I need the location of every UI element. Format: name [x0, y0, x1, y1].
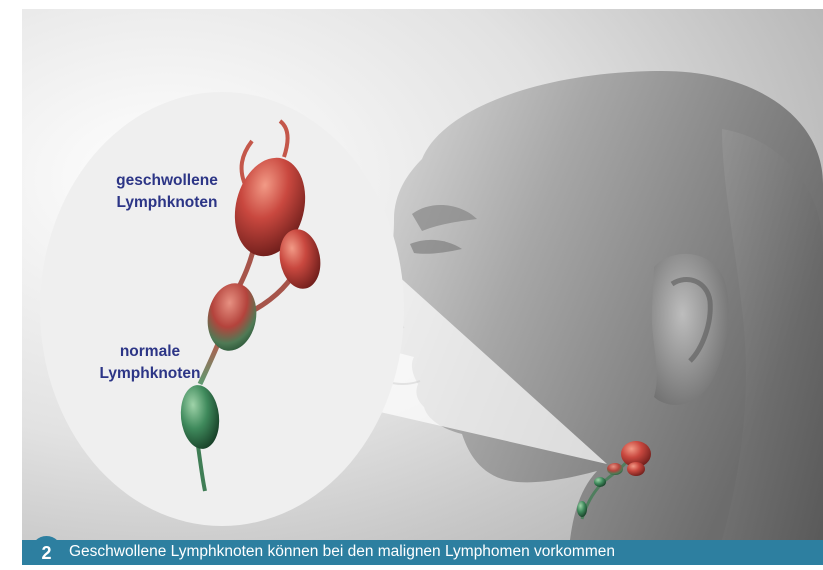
figure-caption: Geschwollene Lymphknoten können bei den …	[69, 540, 615, 565]
illustration	[22, 9, 823, 540]
normal-lymph-nodes-label: normale Lymphknoten	[92, 341, 208, 385]
swollen-lymph-nodes-label: geschwollene Lymphknoten	[92, 170, 242, 214]
figure-number-badge: 2	[31, 536, 62, 565]
